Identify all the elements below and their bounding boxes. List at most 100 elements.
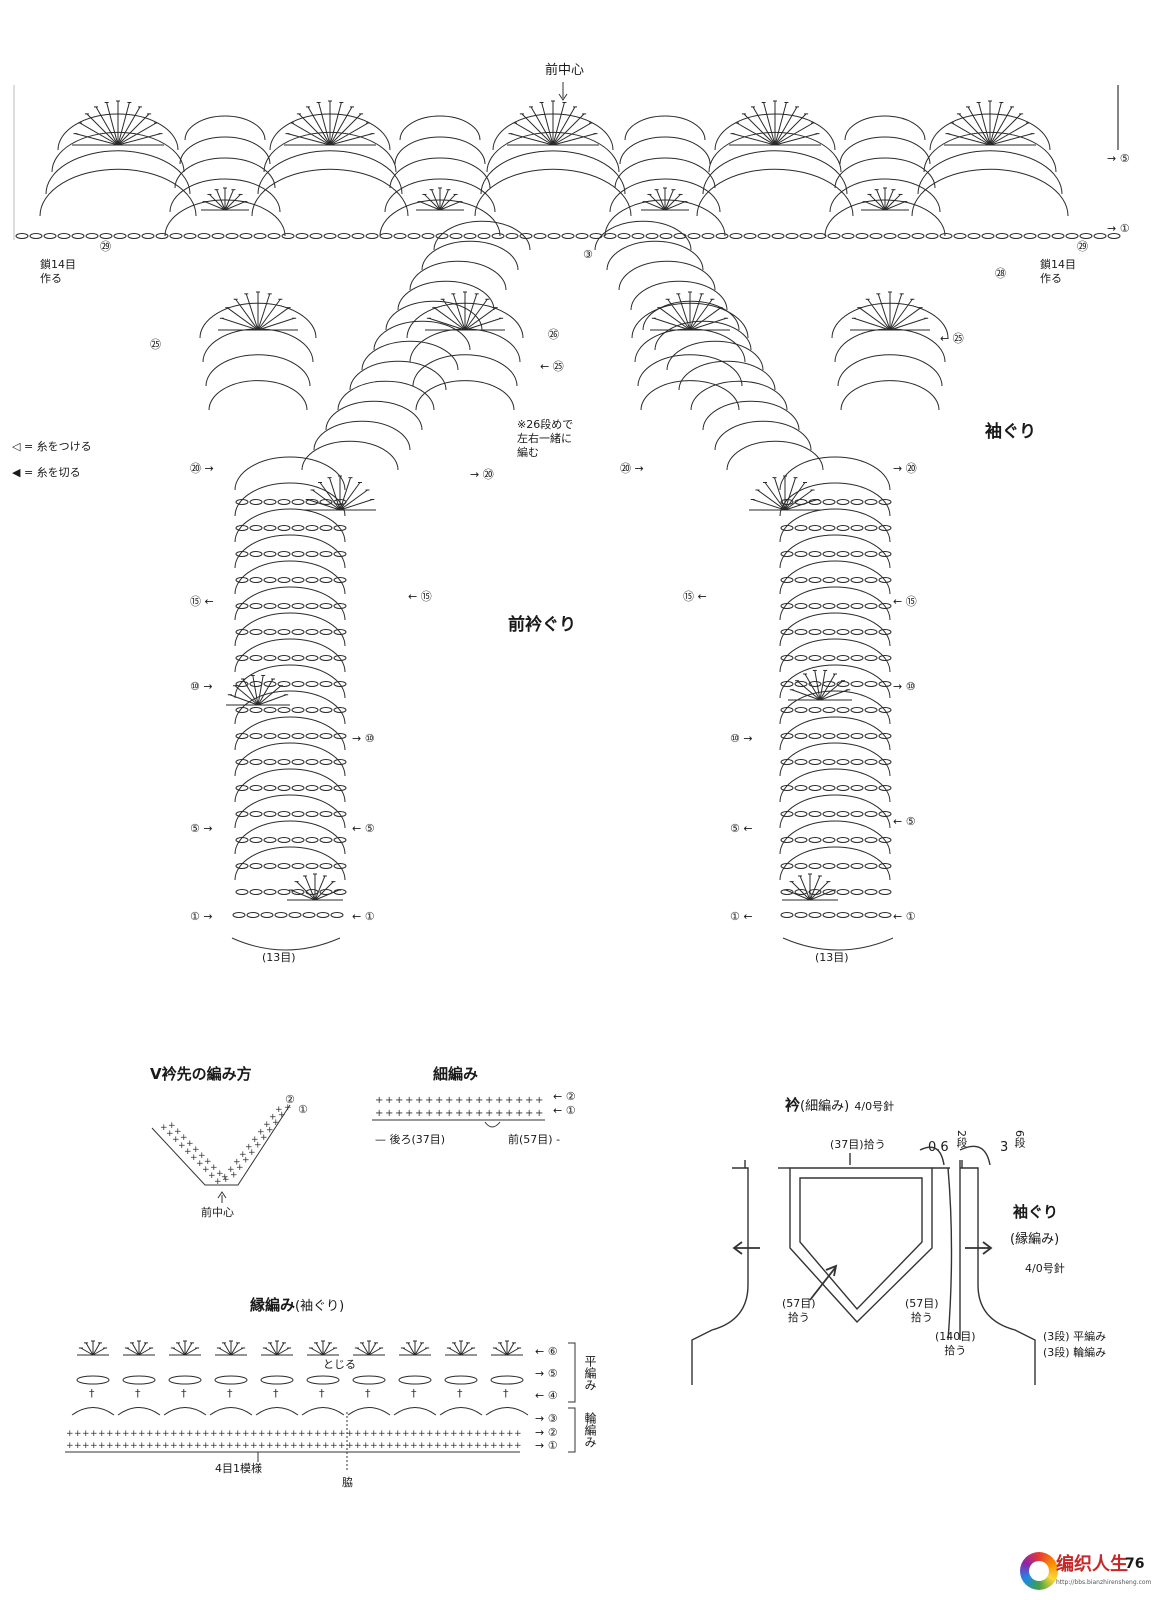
row-mark-15-right-inner: ⑮ ← [683,590,707,603]
svg-text:+: + [192,1145,200,1155]
svg-text:+: + [184,1147,192,1157]
svg-text:+: + [475,1095,483,1106]
svg-text:+: + [282,1429,290,1439]
row-mark-1-left: ① → [190,910,213,923]
sc-row-1: ← ① [553,1104,576,1117]
svg-text:+: + [234,1441,242,1451]
row-mark-20-right: → ⑳ [893,462,917,475]
sc-title: 細編み [433,1065,479,1083]
svg-text:+: + [445,1095,453,1106]
svg-text:+: + [410,1441,418,1451]
svg-text:+: + [222,1175,230,1185]
svg-text:+: + [306,1441,314,1451]
svg-text:+: + [290,1429,298,1439]
svg-text:†: † [365,1387,371,1400]
svg-text:+: + [242,1441,250,1451]
edging-round-label: 輪編み [583,1412,597,1448]
svg-text:+: + [375,1108,383,1119]
svg-text:+: + [170,1429,178,1439]
svg-text:+: + [370,1441,378,1451]
svg-text:+: + [275,1105,283,1115]
svg-text:+: + [146,1441,154,1451]
svg-text:+: + [166,1129,174,1139]
svg-text:+: + [466,1429,474,1439]
edging-row-2: → ② [535,1426,558,1439]
sc-back: — 後ろ(37目) [375,1133,446,1146]
svg-text:+: + [242,1156,250,1166]
svg-text:+: + [254,1141,262,1151]
rows-2: 2段 [955,1130,968,1148]
svg-text:+: + [442,1441,450,1451]
svg-text:+: + [257,1128,265,1138]
svg-text:+: + [535,1095,543,1106]
svg-text:+: + [122,1441,130,1451]
svg-text:+: + [82,1429,90,1439]
svg-text:+: + [385,1108,393,1119]
svg-text:+: + [196,1159,204,1169]
svg-text:+: + [314,1441,322,1451]
svg-text:+: + [198,1151,206,1161]
svg-text:+: + [535,1108,543,1119]
svg-text:+: + [218,1441,226,1451]
svg-text:+: + [386,1429,394,1439]
svg-text:+: + [266,1441,274,1451]
legend-attach: ◁ = 糸をつける [12,440,92,453]
svg-text:+: + [194,1441,202,1451]
row-mark-10-right-inner: ⑩ → [730,732,753,745]
row-mark-5-right: ← ⑤ [893,815,916,828]
edging-repeat: 4目1模様 [215,1462,262,1475]
svg-text:+: + [218,1429,226,1439]
svg-text:+: + [236,1163,244,1173]
svg-text:+: + [263,1120,271,1130]
row-mark-25-left: ㉕ [150,338,161,351]
svg-text:+: + [490,1429,498,1439]
svg-text:†: † [457,1387,463,1400]
svg-text:+: + [346,1429,354,1439]
svg-text:+: + [172,1135,180,1145]
svg-text:+: + [180,1133,188,1143]
row-mark-10-left-inner: → ⑩ [352,732,375,745]
row-mark-20-left-inner: → ⑳ [470,468,494,481]
svg-text:+: + [442,1429,450,1439]
chain-left-label: 鎖14目 作る [40,258,76,285]
bottom-count-left: (13目) [262,951,296,964]
svg-text:+: + [435,1095,443,1106]
svg-text:+: + [274,1429,282,1439]
row-mark-20-left: ⑳ → [190,462,214,475]
svg-text:+: + [362,1429,370,1439]
svg-text:+: + [202,1165,210,1175]
svg-text:+: + [162,1441,170,1451]
row-mark-28-right: ㉘ [995,267,1006,280]
svg-text:+: + [455,1095,463,1106]
pick-37: (37目)拾う [830,1138,886,1151]
svg-text:+: + [482,1429,490,1439]
svg-text:+: + [515,1095,523,1106]
edging-row-4: ← ④ [535,1389,558,1402]
svg-text:+: + [282,1441,290,1451]
svg-text:+: + [495,1108,503,1119]
svg-text:+: + [395,1095,403,1106]
front-neckline-label: 前衿ぐり [508,615,576,635]
svg-text:+: + [272,1118,280,1128]
schematic-armhole-needle: 4/0号針 [1025,1262,1065,1275]
svg-text:+: + [174,1127,182,1137]
svg-text:+: + [202,1441,210,1451]
rainbow-logo-center [1029,1561,1049,1581]
cut-yarn-icon: ◀ [12,466,21,479]
svg-text:†: † [181,1387,187,1400]
row-mark-1-top-right: → ① [1107,222,1130,235]
svg-text:+: + [114,1441,122,1451]
svg-text:+: + [114,1429,122,1439]
svg-text:+: + [186,1139,194,1149]
page-number: 76 [1125,1556,1145,1572]
svg-text:+: + [402,1429,410,1439]
svg-text:+: + [385,1095,393,1106]
svg-text:+: + [498,1429,506,1439]
svg-text:+: + [418,1441,426,1451]
svg-text:+: + [450,1429,458,1439]
svg-text:+: + [435,1108,443,1119]
svg-text:+: + [505,1095,513,1106]
svg-text:+: + [405,1095,413,1106]
svg-text:+: + [362,1441,370,1451]
